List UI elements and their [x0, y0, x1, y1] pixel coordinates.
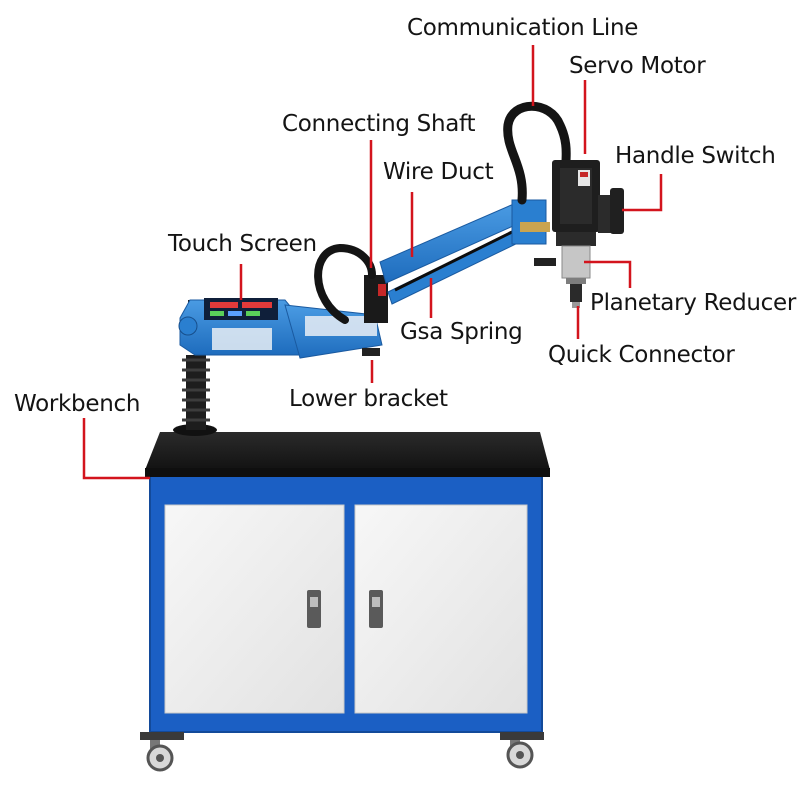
tabletop	[145, 432, 550, 470]
servo-motor	[552, 160, 624, 246]
label-quick-connector: Quick Connector	[548, 342, 735, 368]
control-box	[178, 298, 301, 356]
right-door	[354, 504, 528, 714]
leader-workbench	[82, 418, 150, 480]
label-handle-switch: Handle Switch	[615, 143, 776, 169]
caster-right	[500, 732, 544, 769]
reducer-and-connector	[534, 245, 591, 308]
label-workbench: Workbench	[14, 391, 141, 417]
label-communication-line: Communication Line	[407, 15, 639, 41]
left-door-handle	[307, 590, 321, 628]
label-wire-duct: Wire Duct	[383, 159, 494, 185]
label-connecting-shaft: Connecting Shaft	[282, 111, 476, 137]
label-planetary-reducer: Planetary Reducer	[590, 290, 796, 316]
connecting-shaft	[364, 275, 388, 323]
label-servo-motor: Servo Motor	[569, 53, 706, 79]
lower-bracket-arm	[284, 304, 383, 359]
caster-left	[140, 732, 184, 772]
handle-switch-grip	[610, 188, 624, 234]
leader-handle-switch	[622, 174, 663, 212]
leader-planetary-reducer	[584, 260, 632, 288]
label-lower-bracket: Lower bracket	[289, 386, 448, 412]
label-gsa-spring: Gsa Spring	[400, 319, 523, 345]
column-bellows	[173, 300, 217, 436]
leader-lines	[82, 45, 663, 480]
label-touch-screen: Touch Screen	[168, 231, 317, 257]
touch-screen-panel	[204, 298, 278, 320]
workbench-cabinet	[140, 432, 550, 772]
upper-arm	[379, 199, 550, 305]
cables	[314, 101, 571, 324]
right-door-handle	[369, 590, 383, 628]
